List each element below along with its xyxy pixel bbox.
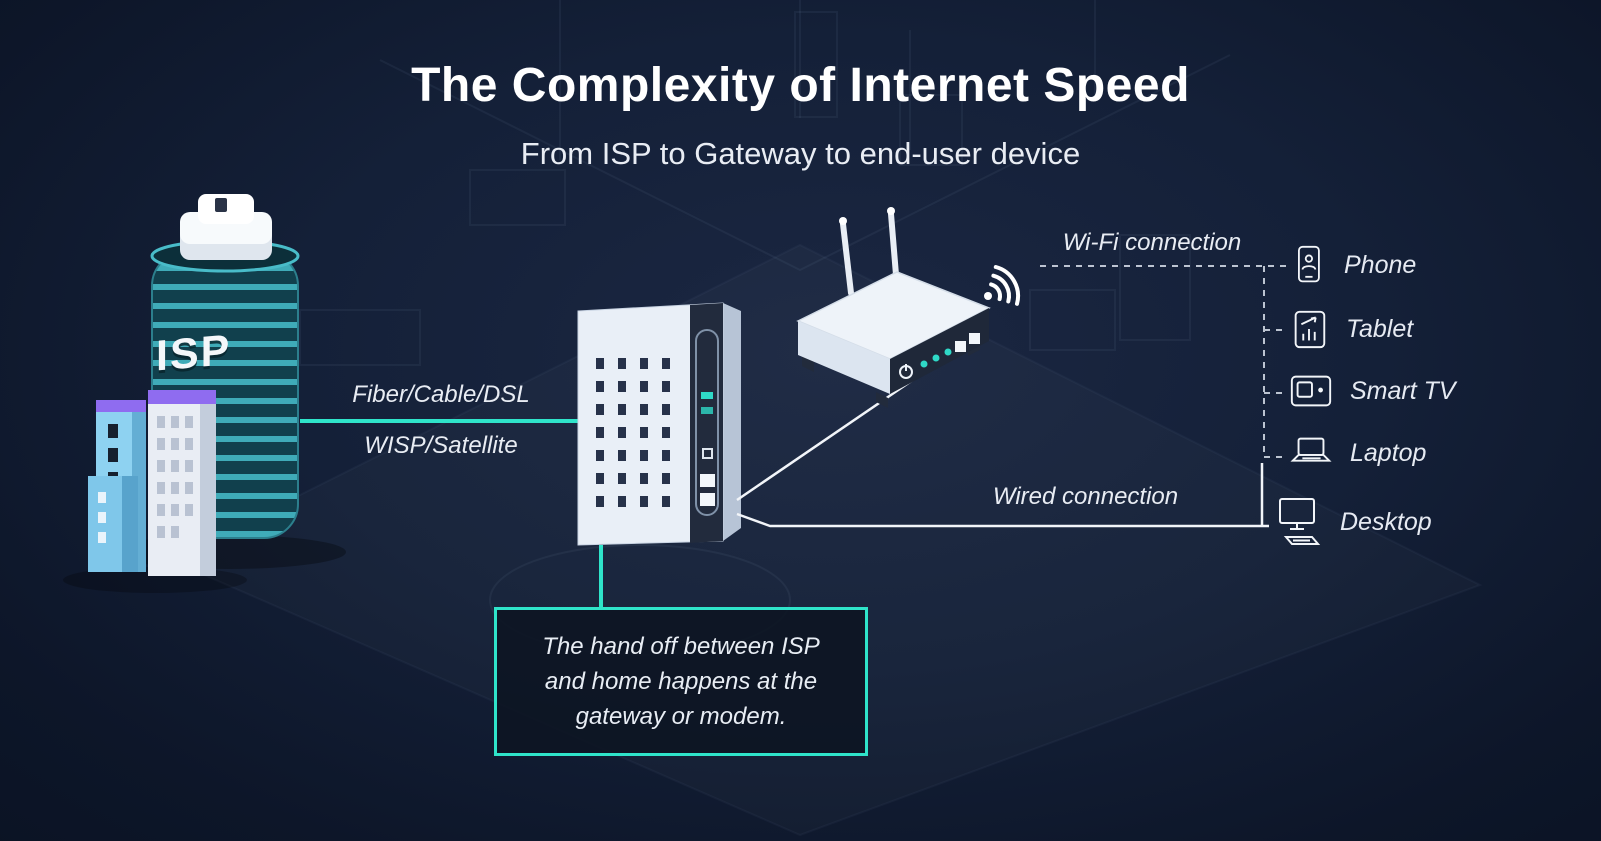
device-label-laptop: Laptop — [1350, 438, 1427, 467]
device-row-phone: Phone — [1288, 243, 1416, 287]
device-row-smart-tv: Smart TV — [1288, 368, 1456, 414]
page-title: The Complexity of Internet Speed — [411, 59, 1190, 112]
laptop-icon — [1288, 430, 1334, 476]
device-label-smart-tv: Smart TV — [1350, 376, 1456, 405]
device-label-phone: Phone — [1344, 250, 1417, 279]
device-label-tablet: Tablet — [1346, 314, 1414, 343]
phone-icon — [1288, 243, 1328, 287]
wired-connection-label: Wired connection — [992, 483, 1179, 510]
desktop-icon — [1272, 494, 1328, 550]
wifi-connection-label: Wi-Fi connection — [1062, 229, 1242, 256]
isp-building-illustration — [63, 194, 346, 593]
device-row-desktop: Desktop — [1272, 494, 1432, 550]
device-row-laptop: Laptop — [1288, 430, 1426, 476]
device-row-tablet: Tablet — [1288, 306, 1413, 352]
callout-box: The hand off between ISP and home happen… — [494, 607, 868, 756]
white-tower — [148, 390, 216, 576]
tablet-icon — [1288, 306, 1330, 352]
uplink-label-top: Fiber/Cable/DSL — [352, 381, 530, 408]
router-illustration — [796, 207, 991, 408]
device-label-desktop: Desktop — [1340, 507, 1432, 536]
callout-text: The hand off between ISP and home happen… — [542, 632, 820, 731]
modem-illustration — [577, 302, 741, 546]
uplink-label-bottom: WISP/Satellite — [364, 432, 518, 459]
smart-tv-icon — [1288, 368, 1334, 414]
blue-cube — [88, 476, 138, 572]
wifi-waves-icon — [984, 265, 1021, 306]
wifi-dashed-lines — [1040, 265, 1288, 458]
page-subtitle: From ISP to Gateway to end-user device — [520, 136, 1081, 171]
